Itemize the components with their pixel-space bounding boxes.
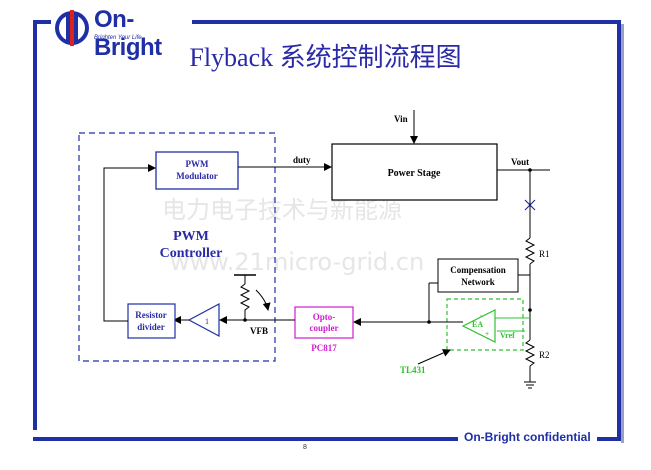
- tl431-boundary: [446, 298, 524, 351]
- buffer-amplifier-icon: [187, 303, 220, 337]
- pwm-controller-label-2: Controller: [160, 246, 223, 261]
- ea-minus-sign: -: [480, 313, 483, 320]
- compensation-label-1: Compensation: [450, 265, 506, 275]
- power-stage-block: [331, 143, 498, 201]
- page-number: 8: [303, 444, 307, 451]
- pullup-resistor-icon: [239, 283, 251, 315]
- power-stage-label: Power Stage: [388, 168, 441, 179]
- amp-gain-label: 1: [205, 317, 209, 326]
- slide-title: Flyback 系统控制流程图: [189, 43, 462, 72]
- slide-frame-right: [617, 20, 621, 440]
- logo-text: On-Bright: [94, 6, 162, 61]
- feedback-curve-arrow-icon: [255, 289, 271, 311]
- r2-resistor-icon: [524, 339, 536, 367]
- ground-icon: [524, 381, 536, 389]
- duty-label: duty: [293, 155, 311, 165]
- slide-frame-top-right: [192, 20, 621, 24]
- ea-label: EA: [472, 320, 483, 329]
- pwm-modulator-label-1: PWM: [186, 159, 209, 169]
- r1-resistor-icon: [524, 237, 536, 265]
- resistor-divider-label-2: divider: [137, 322, 165, 332]
- r2-label: R2: [539, 350, 550, 360]
- ea-plus-sign: +: [485, 331, 489, 338]
- slide-frame-top-left: [33, 20, 51, 24]
- r1-label: R1: [539, 249, 550, 259]
- slide-frame-bottom: [33, 437, 458, 441]
- resistor-divider-label-1: Resistor: [135, 310, 167, 320]
- slide-frame-left: [33, 20, 37, 430]
- compensation-network-block: [437, 258, 519, 293]
- resistor-divider-block: [127, 303, 176, 339]
- optocoupler-label-1: Opto-: [313, 312, 336, 322]
- pwm-controller-boundary: [78, 132, 276, 362]
- logo-mark-icon: [55, 10, 89, 46]
- vref-label: Vref: [500, 331, 515, 340]
- optocoupler-label-2: coupler: [310, 323, 339, 333]
- pc817-label: PC817: [311, 343, 337, 353]
- confidential-footer: On-Bright confidential: [464, 430, 591, 444]
- slide-frame-shadow: [621, 24, 624, 443]
- company-logo: On-Bright Brighten Your Life: [52, 6, 192, 61]
- logo-tagline: Brighten Your Life: [94, 35, 142, 41]
- vout-label: Vout: [511, 157, 529, 167]
- ea-amplifier-icon: [461, 309, 496, 343]
- slide-frame-bottom-right: [597, 437, 621, 441]
- watermark-line2: www.21micro-grid.cn: [170, 248, 424, 276]
- pwm-modulator-block: [155, 151, 239, 190]
- pwm-controller-label-1: PWM: [173, 229, 209, 244]
- tl431-label: TL431: [400, 365, 426, 375]
- watermark-line1: 电力电子技术与新能源: [162, 196, 402, 224]
- pwm-modulator-label-2: Modulator: [176, 171, 218, 181]
- vfb-label: VFB: [250, 326, 268, 336]
- optocoupler-block: [294, 306, 354, 339]
- vin-label: Vin: [394, 114, 408, 124]
- compensation-label-2: Network: [461, 277, 495, 287]
